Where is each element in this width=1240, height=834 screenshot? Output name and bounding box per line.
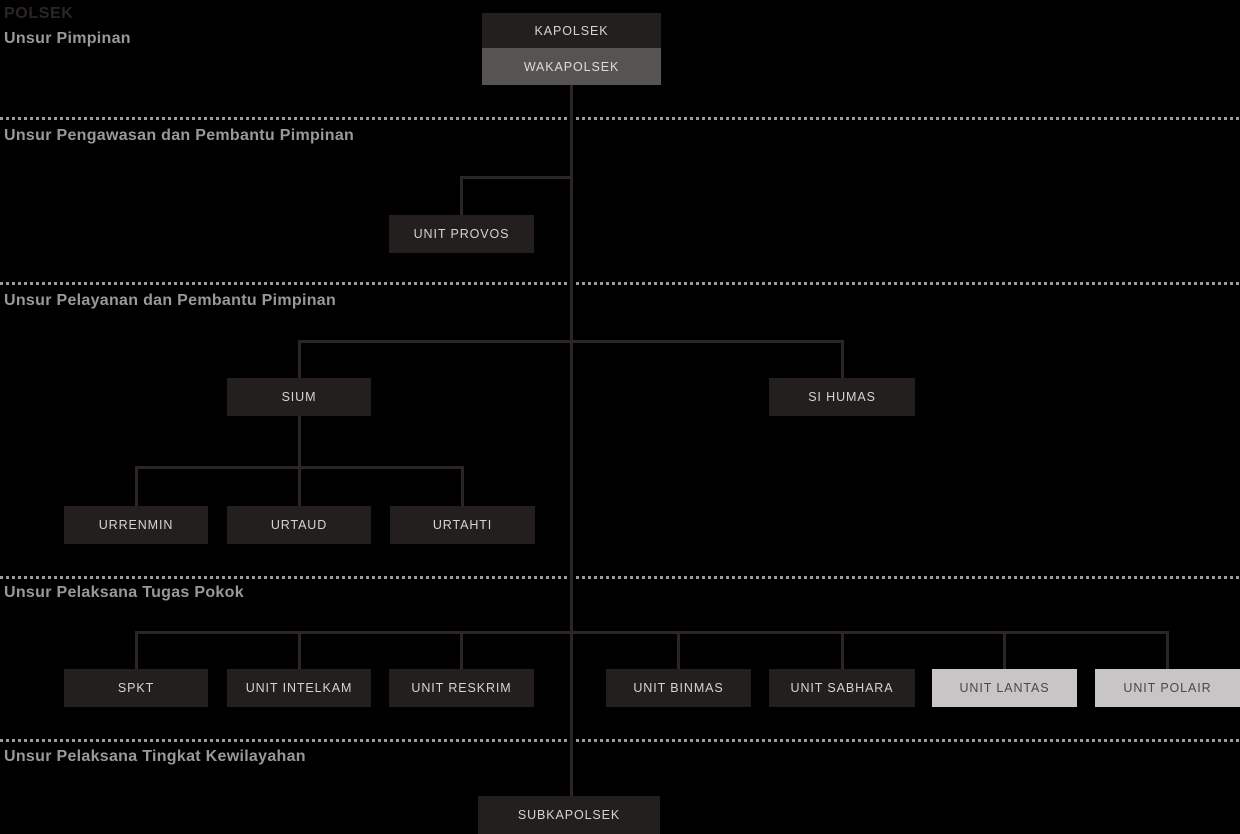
node-urrenmin: URRENMIN xyxy=(64,506,208,544)
section-title-unsur-pimpinan: Unsur Pimpinan xyxy=(4,30,131,47)
node-subkapolsek: SUBKAPOLSEK xyxy=(478,796,660,834)
connector-reskrim-drop xyxy=(460,631,463,669)
section-divider-1 xyxy=(0,117,1240,120)
connector-binmas-drop xyxy=(677,631,680,669)
node-urtaud: URTAUD xyxy=(227,506,371,544)
section-title-unsur-pelayanan: Unsur Pelayanan dan Pembantu Pimpinan xyxy=(4,292,337,309)
connector-urtaud-drop xyxy=(298,466,301,506)
connector-sihumas-drop xyxy=(841,340,844,378)
connector-lantas-drop xyxy=(1003,631,1006,669)
connector-polair-drop xyxy=(1166,631,1169,669)
page-title: POLSEK xyxy=(4,5,74,22)
connector-urrenmin-drop xyxy=(135,466,138,506)
connector-tugas-pokok-h xyxy=(135,631,1169,634)
section-divider-4 xyxy=(0,739,1240,742)
connector-sabhara-drop xyxy=(841,631,844,669)
node-kapolsek: KAPOLSEK xyxy=(482,13,661,48)
section-divider-2 xyxy=(0,282,1240,285)
connector-intelkam-drop xyxy=(298,631,301,669)
section-divider-3 xyxy=(0,576,1240,579)
connector-urtahti-drop xyxy=(461,466,464,506)
node-unit-intelkam: UNIT INTELKAM xyxy=(227,669,371,707)
connector-pelayanan-h xyxy=(298,340,844,343)
node-unit-sabhara: UNIT SABHARA xyxy=(769,669,915,707)
connector-provos-h xyxy=(460,176,573,179)
section-title-unsur-pelaksana-kewilayahan: Unsur Pelaksana Tingkat Kewilayahan xyxy=(4,748,306,765)
node-unit-lantas: UNIT LANTAS xyxy=(932,669,1077,707)
node-unit-provos: UNIT PROVOS xyxy=(389,215,534,253)
node-wakapolsek: WAKAPOLSEK xyxy=(482,48,661,85)
node-unit-binmas: UNIT BINMAS xyxy=(606,669,751,707)
connector-sium-down xyxy=(298,416,301,466)
node-unit-reskrim: UNIT RESKRIM xyxy=(389,669,534,707)
section-title-unsur-pengawasan: Unsur Pengawasan dan Pembantu Pimpinan xyxy=(4,127,355,144)
connector-provos-drop xyxy=(460,176,463,215)
node-unit-polair: UNIT POLAIR xyxy=(1095,669,1240,707)
node-urtahti: URTAHTI xyxy=(390,506,535,544)
connector-trunk xyxy=(570,85,573,796)
node-si-humas: SI HUMAS xyxy=(769,378,915,416)
section-title-unsur-pelaksana-tugas-pokok: Unsur Pelaksana Tugas Pokok xyxy=(4,584,244,601)
node-spkt: SPKT xyxy=(64,669,208,707)
connector-spkt-drop xyxy=(135,631,138,669)
connector-sium-drop xyxy=(298,340,301,378)
node-sium: SIUM xyxy=(227,378,371,416)
